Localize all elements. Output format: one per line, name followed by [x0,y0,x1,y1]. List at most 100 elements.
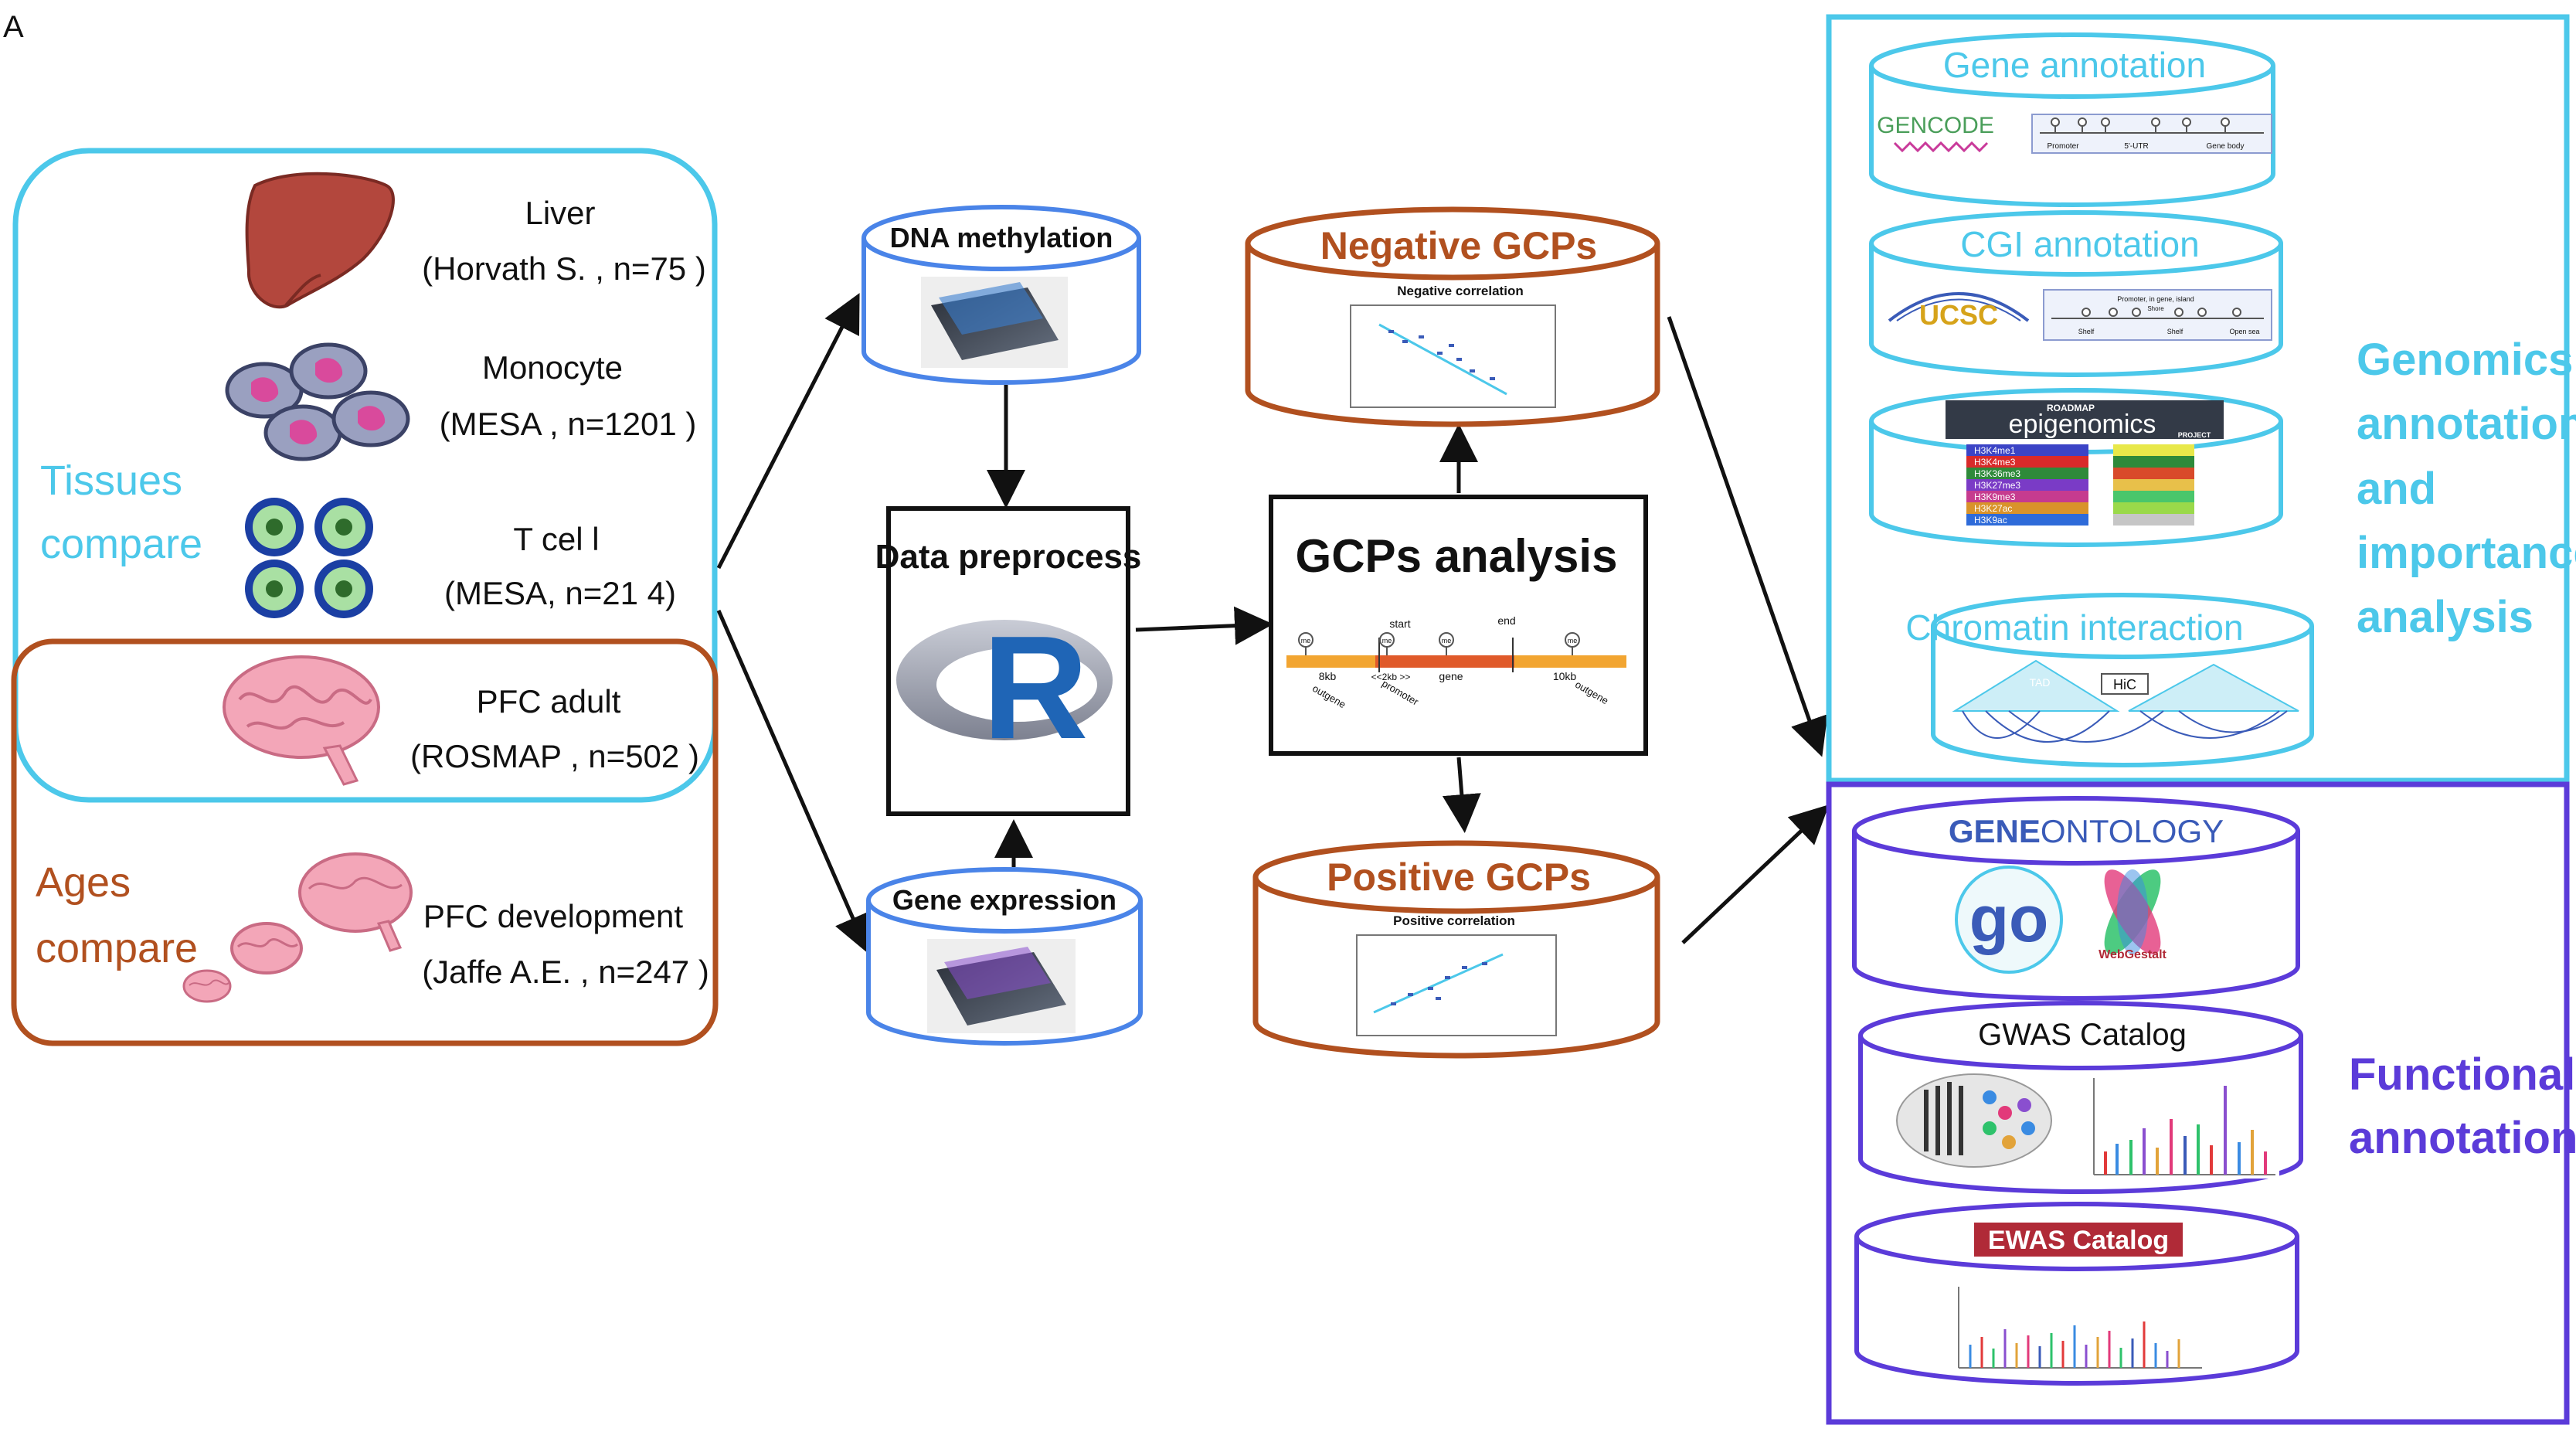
gene-track-label-body: Gene body [2207,142,2245,151]
genomics-title-line3: and [2357,464,2436,514]
r-logo-icon: R [896,606,1113,770]
cgi-track-label-island: Promoter, in gene, island [2117,295,2194,303]
gcps-analysis-box: GCPs analysis start end me me me me [1269,495,1648,756]
histone-mark-6: H3K27ac [1974,503,2012,514]
cgi-annotation-track: Promoter, in gene, island Shore Shelf Sh… [2043,289,2272,341]
cgi-annotation-cylinder: CGI annotation UCSC Promoter, in gene, i… [1869,210,2283,377]
roadmap-logo-text: epigenomics [2009,410,2156,439]
roadmap-logo-small: ROADMAP [2047,403,2095,413]
histone-mark-2: H3K4me3 [1974,457,2016,468]
gene-model-start: start [1389,617,1410,630]
tad-label: TAD [2030,676,2051,689]
pin-label-4: me [1568,637,1578,645]
ucsc-logo-icon: UCSC [1888,292,2030,331]
r-logo-letter: R [982,606,1088,770]
sample-pfc-development-source: (Jaffe A.E. , n=247 ) [422,954,709,990]
go-logo-letters: go [1969,883,2049,955]
genomics-section-title: Genomics annotation and importance analy… [2357,335,2576,642]
ucsc-logo-text: UCSC [1919,299,1998,331]
arrow-positive-to-functional [1681,804,1830,944]
tissues-compare-label: Tissues compare [40,457,202,567]
histone-mark-4: H3K27me3 [1974,480,2020,491]
roadmap-logo-project: PROJECT [2178,431,2211,439]
tissues-compare-frame [12,148,718,803]
sample-monocyte-source: (MESA , n=1201 ) [440,406,697,442]
roadmap-logo-icon: ROADMAP epigenomics PROJECT [1946,400,2224,439]
dna-methylation-cylinder: DNA methylation [861,205,1141,385]
arrow-to-gene-expression [716,609,871,954]
tissues-label-line1: Tissues [40,457,182,504]
genomics-title-line1: Genomics [2357,335,2573,385]
segment-8kb: 8kb [1319,670,1337,682]
negative-plot-title: Negative correlation [1397,284,1523,298]
ages-compare-label: Ages compare [36,859,198,971]
positive-plot-points [1391,962,1487,1005]
hic-label: HiC [2113,677,2136,692]
brain-development-icon [182,852,413,1003]
negative-correlation-plot: Negative correlation [1350,284,1556,408]
chromatin-interaction-cylinder: Chromatin interaction HiC TAD [1905,593,2314,767]
tissues-label-line2: compare [40,521,202,567]
gene-track-label-utr: 5'-UTR [2124,142,2148,151]
gene-annotation-cylinder: Gene annotation GENCODE Promoter 5'-UTR … [1869,32,2275,207]
gencode-logo-icon: GENCODE [1877,113,1994,153]
segment-gene: gene [1439,670,1463,682]
cgi-track-label-shore: Shore [2147,305,2164,312]
liver-icon [245,172,395,309]
ewas-manhattan-plot [1958,1287,2202,1369]
data-preprocess-box: Data preprocess R [875,506,1142,816]
cgi-annotation-label: CGI annotation [1960,224,2199,264]
functional-title-line2: annotation [2349,1113,2576,1163]
pin-label-1: me [1301,637,1311,645]
sample-liver-name: Liver [525,195,595,231]
brain-icon [223,655,380,786]
t-cell-icon [245,498,373,618]
negative-plot-points [1388,330,1495,380]
genomics-annotation-frame [1826,14,2570,784]
ages-label-line1: Ages [36,859,131,906]
cgi-track-label-shelf-left: Shelf [2078,328,2095,335]
data-preprocess-label: Data preprocess [875,538,1142,576]
panel-letter: A [3,10,24,44]
histone-mark-1: H3K4me1 [1974,445,2016,456]
ages-compare-frame [11,638,719,1046]
gene-annotation-label: Gene annotation [1943,45,2206,85]
monocyte-icon [225,342,410,461]
genomics-title-line4: importance [2357,528,2576,578]
sample-tcell-source: (MESA, n=21 4) [444,575,676,611]
functional-section-title: Functional annotation [2349,1049,2576,1163]
sample-pfc-adult-source: (ROSMAP , n=502 ) [410,738,699,774]
gene-ontology-logo-text: GENEONTOLOGY [1949,813,2224,849]
ewas-catalog-banner [1974,1223,2183,1257]
histone-mark-table: H3K4me1 H3K4me3 H3K36me3 H3K27me3 H3K9me… [1966,444,2194,526]
sample-liver-source: (Horvath S. , n=75 ) [422,250,706,287]
ages-label-line2: compare [36,925,198,971]
gwas-catalog-label: GWAS Catalog [1978,1018,2187,1052]
methylation-site-pins: me me me me [1298,632,1580,655]
gene-track-label-promoter: Promoter [2047,142,2079,151]
pin-label-2: me [1382,637,1392,645]
negative-gcps-title: Negative GCPs [1320,224,1597,267]
positive-gcps-cylinder: Positive GCPs Positive correlation [1252,840,1660,1059]
gwas-manhattan-plot [2086,1074,2279,1179]
functional-title-line1: Functional [2349,1049,2575,1100]
gwas-catalog-cylinder: GWAS Catalog [1858,1001,2303,1194]
roadmap-epigenomics-cylinder: ROADMAP epigenomics PROJECT H3K4me1 H3K4… [1869,388,2283,547]
arrow-analysis-to-positive [1442,757,1481,833]
gencode-logo-text: GENCODE [1877,113,1994,138]
genomics-title-line2: annotation [2357,399,2576,449]
genomics-title-line5: analysis [2357,592,2534,642]
ewas-catalog-label: EWAS Catalog [1988,1226,2169,1255]
tad-hic-illustration: HiC TAD [1952,659,2299,743]
histone-mark-5: H3K9me3 [1974,492,2016,502]
histone-mark-3: H3K36me3 [1974,468,2020,479]
positive-correlation-plot: Positive correlation [1356,913,1557,1036]
cgi-track-label-open-sea: Open sea [2229,328,2259,335]
segment-10kb: 10kb [1553,670,1577,682]
gene-ontology-cylinder: GENEONTOLOGY go WebGestalt [1852,796,2300,1001]
histone-mark-7: H3K9ac [1974,515,2007,526]
arrow-negative-to-genomics [1667,316,1828,757]
gene-model-end: end [1497,614,1515,627]
gwas-karyogram-icon [1896,1073,2052,1168]
